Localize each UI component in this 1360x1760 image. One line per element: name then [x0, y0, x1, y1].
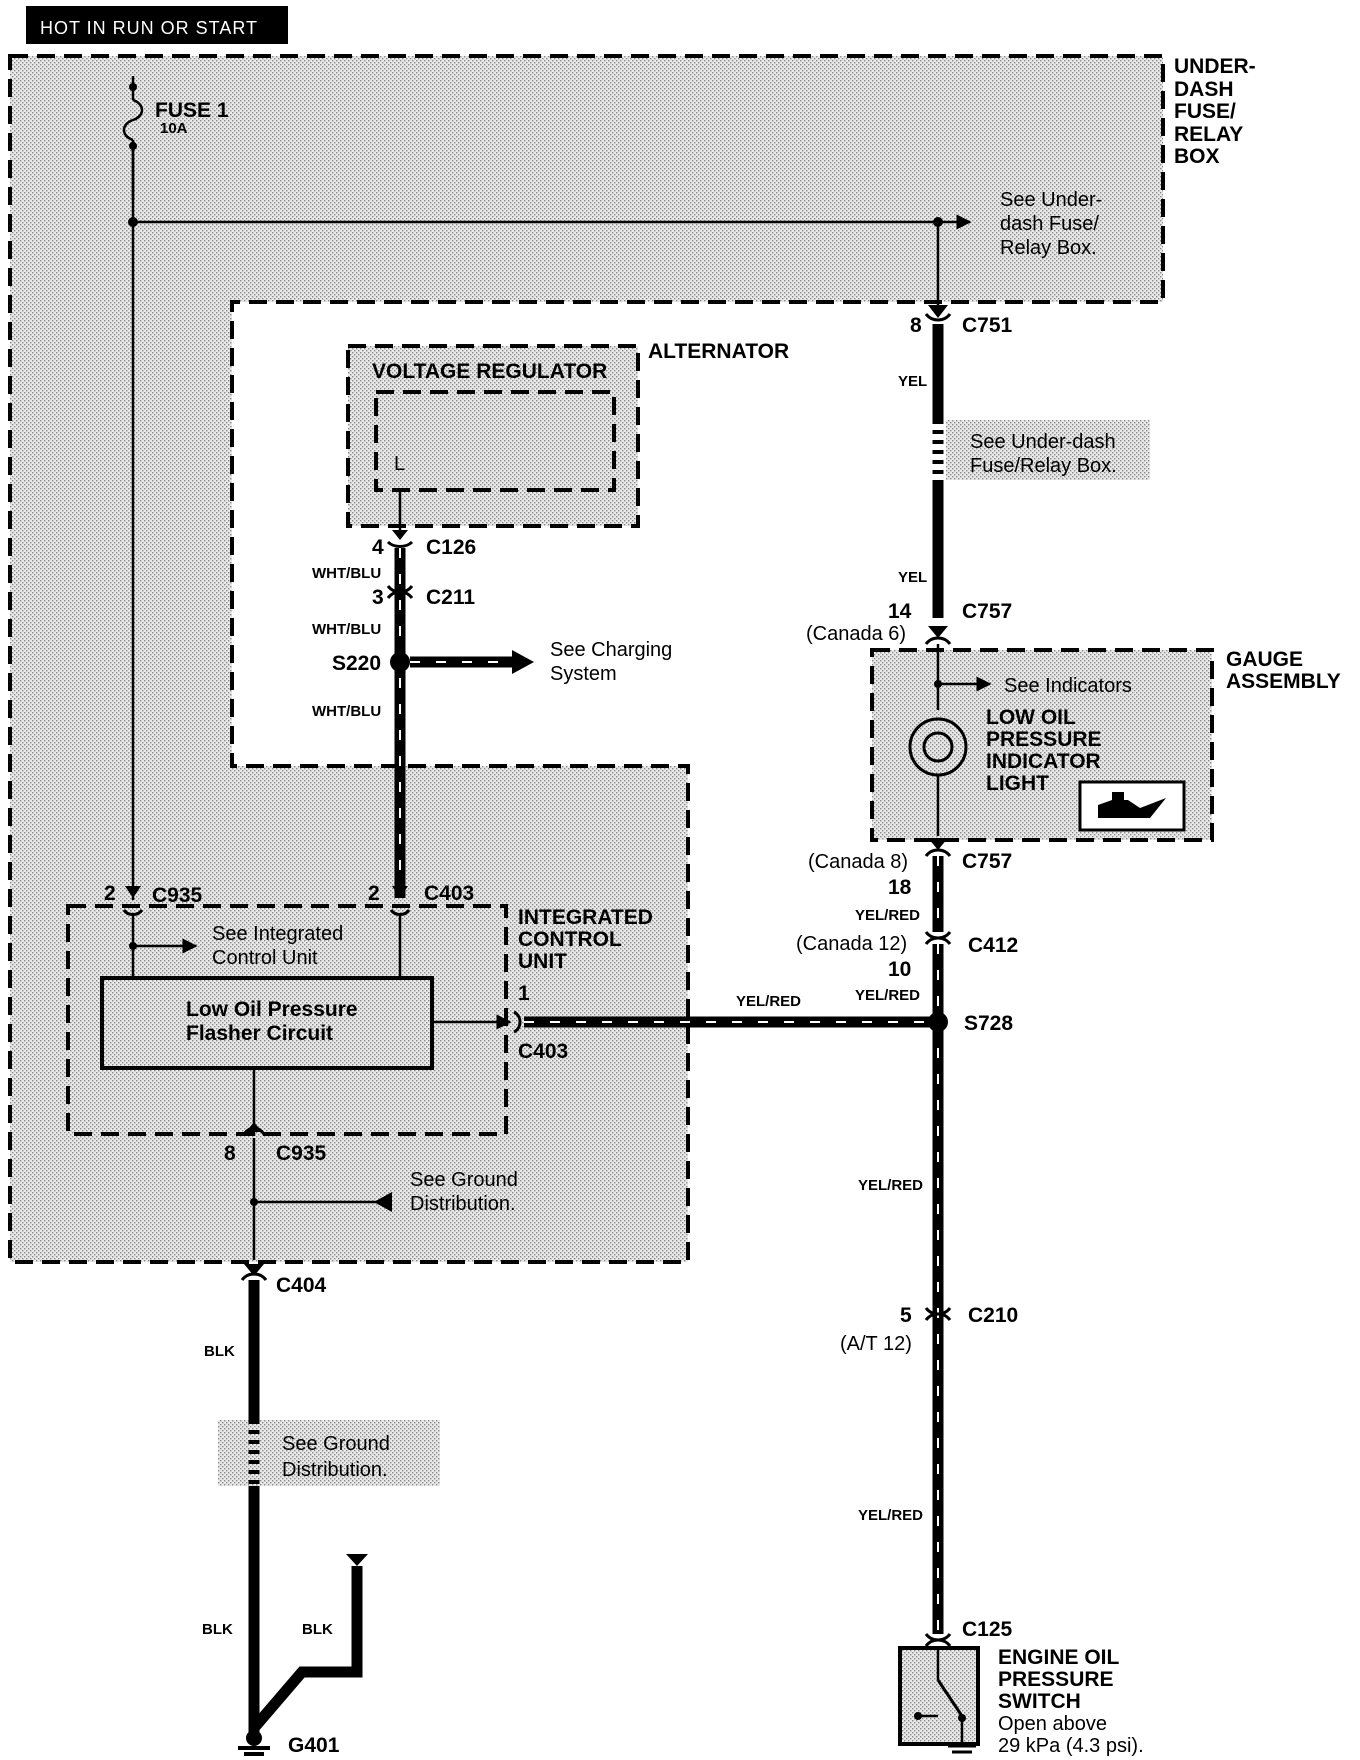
underdash-box-label: UNDER- DASH FUSE/ RELAY BOX	[1174, 55, 1256, 168]
diagram-label: BLK	[202, 1621, 233, 1638]
diagram-label: 2	[368, 882, 380, 905]
fuse-1: FUSE 1 10A	[122, 76, 229, 200]
note-see-indicators: See Indicators	[1004, 675, 1132, 697]
diagram-label: YEL/RED	[855, 907, 920, 924]
indicator-light-label: LOW OIL	[986, 706, 1076, 729]
gauge-assembly-label: GAUGE	[1226, 648, 1303, 671]
diagram-label: 1	[518, 982, 530, 1005]
diagram-label: 2	[104, 882, 116, 905]
diagram-label: WHT/BLU	[312, 621, 381, 638]
diagram-label: (Canada 12)	[796, 933, 907, 955]
diagram-label: System	[550, 663, 617, 685]
diagram-label: 29 kPa (4.3 psi).	[998, 1735, 1144, 1757]
oil-switch-note: Open above	[998, 1713, 1107, 1735]
diagram-label: Flasher Circuit	[186, 1022, 333, 1045]
diagram-label: 10	[888, 958, 911, 981]
splice-s728: S728	[964, 1012, 1013, 1035]
flasher-circuit-label: Low Oil Pressure	[186, 998, 358, 1021]
alternator-label: ALTERNATOR	[648, 340, 789, 363]
diagram-label: 5	[900, 1304, 912, 1327]
connector-c751: C751	[962, 314, 1013, 337]
diagram-label: SWITCH	[998, 1690, 1081, 1713]
diagram-label: 4	[372, 536, 384, 559]
diagram-label: L	[394, 453, 405, 475]
diagram-label: (Canada 8)	[808, 851, 908, 873]
diagram-label: PRESSURE	[998, 1668, 1114, 1691]
diagram-label: PRESSURE	[986, 728, 1102, 751]
diagram-label: YEL/RED	[858, 1507, 923, 1524]
diagram-label: RELAY	[1174, 123, 1243, 146]
fuse-name: FUSE 1	[155, 99, 229, 122]
icu-label: INTEGRATED	[518, 906, 653, 929]
diagram-label: YEL/RED	[736, 993, 801, 1010]
connector-c126: C126	[426, 536, 476, 559]
voltage-regulator-label: VOLTAGE REGULATOR	[372, 360, 607, 383]
diagram-label: YEL	[898, 373, 927, 390]
connector-c404: C404	[276, 1274, 327, 1297]
oil-pressure-switch-icon	[898, 1646, 980, 1754]
note-see-charging: See Charging	[550, 639, 672, 661]
diagram-label: LIGHT	[986, 772, 1049, 795]
header-banner: HOT IN RUN OR START	[26, 6, 288, 44]
diagram-label: CONTROL	[518, 928, 622, 951]
connector-c211: C211	[426, 586, 475, 609]
diagram-label: dash Fuse/	[1000, 213, 1099, 235]
diagram-label: ASSEMBLY	[1226, 670, 1341, 693]
connector-c403-top: C403	[424, 882, 474, 905]
diagram-label: YEL/RED	[858, 1177, 923, 1194]
diagram-label: Control Unit	[212, 947, 318, 969]
note-see-icu: See Integrated	[212, 923, 343, 945]
diagram-label: 18	[888, 876, 912, 899]
diagram-label: Relay Box.	[1000, 237, 1097, 259]
diagram-label: Fuse/Relay Box.	[970, 455, 1117, 477]
diagram-label: BLK	[302, 1621, 333, 1638]
diagram-label: 8	[910, 314, 922, 337]
diagram-label: 3	[372, 586, 384, 609]
connector-c403-bottom: C403	[518, 1040, 568, 1063]
diagram-label: DASH	[1174, 78, 1234, 101]
flasher-circuit-box	[100, 976, 434, 1070]
diagram-label: Distribution.	[410, 1193, 516, 1215]
connector-c412: C412	[968, 934, 1018, 957]
diagram-label: 14	[888, 600, 912, 623]
diagram-label: YEL/RED	[855, 987, 920, 1004]
diagram-label: YEL	[898, 569, 927, 586]
ground-g401-icon	[238, 1730, 270, 1756]
connector-c757-top: C757	[962, 600, 1012, 623]
diagram-label: Distribution.	[282, 1459, 388, 1481]
note-see-underdash-mid: See Under-dash	[970, 431, 1116, 453]
diagram-label: BLK	[204, 1343, 235, 1360]
connector-c125: C125	[962, 1618, 1013, 1641]
diagram-label: 8	[224, 1142, 236, 1165]
diagram-label: INDICATOR	[986, 750, 1101, 773]
diagram-label: WHT/BLU	[312, 565, 381, 582]
diagram-label: WHT/BLU	[312, 703, 381, 720]
oil-switch-label: ENGINE OIL	[998, 1646, 1120, 1669]
connector-c935-top: C935	[152, 884, 203, 907]
diagram-label: BOX	[1174, 145, 1220, 168]
diagram-label: FUSE/	[1174, 100, 1236, 123]
connector-c757-bottom: C757	[962, 850, 1012, 873]
note-see-ground-1: See Ground	[410, 1169, 518, 1191]
diagram-label: (Canada 6)	[806, 623, 906, 645]
diagram-label: UNDER-	[1174, 55, 1256, 78]
diagram-label: UNIT	[518, 950, 567, 973]
oil-can-icon	[1078, 780, 1186, 832]
ground-g401: G401	[288, 1734, 340, 1757]
connector-c935-bottom: C935	[276, 1142, 327, 1165]
diagram-label: (A/T 12)	[840, 1333, 912, 1355]
connector-c210: C210	[968, 1304, 1018, 1327]
note-see-underdash-top: See Under-	[1000, 189, 1102, 211]
splice-s220: S220	[332, 652, 381, 675]
fuse-rating: 10A	[160, 120, 188, 137]
header-text: HOT IN RUN OR START	[40, 18, 258, 38]
note-see-ground-2: See Ground	[282, 1433, 390, 1455]
underdash-fuse-relay-box-area	[8, 54, 1165, 1264]
